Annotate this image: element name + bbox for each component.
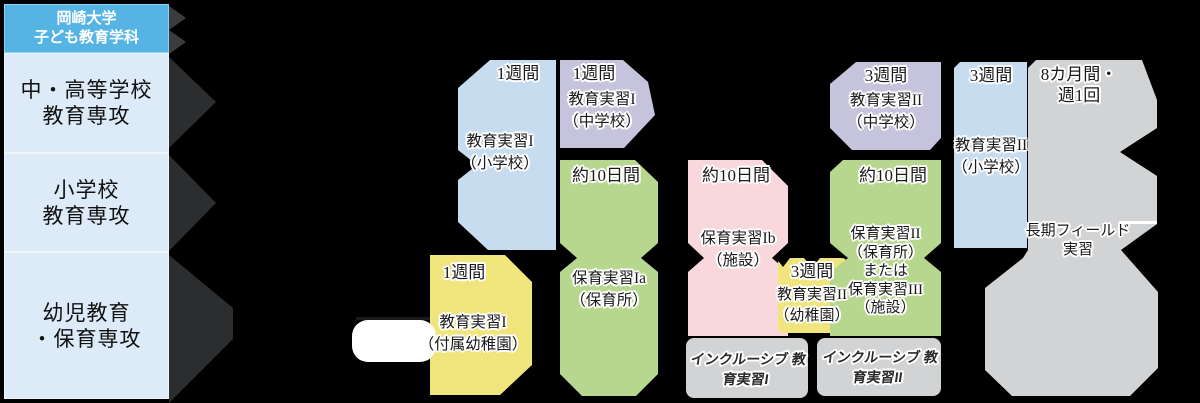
practicum-name: 保育実習II xyxy=(850,226,921,242)
row-label: 中・高等学校 xyxy=(20,78,153,102)
practicum-name: （付属幼稚園） xyxy=(418,336,528,353)
practicum-name: （中学校） xyxy=(847,114,925,131)
practicum-name: インクルーシブ xyxy=(689,351,790,367)
block-edu1-elementary xyxy=(458,60,556,250)
department-name: 子ども教育学科 xyxy=(33,30,139,46)
row-label: ・保育専攻 xyxy=(31,326,142,351)
row-arrow-icon xyxy=(169,57,216,148)
notch-icon xyxy=(776,258,790,267)
notch-icon xyxy=(804,258,820,268)
duration-label: 1週間 xyxy=(496,64,540,83)
duration-label: 3週間 xyxy=(969,66,1013,85)
practicum-label-edu2-kindergarten: 教育実習II （幼稚園） xyxy=(768,285,856,327)
practicum-name: （幼稚園） xyxy=(774,308,850,324)
duration-text: 週1回 xyxy=(1057,86,1101,105)
department-header: 岡崎大学 子ども教育学科 xyxy=(4,4,169,53)
practicum-name: 教育実習I xyxy=(439,314,507,331)
row-label: 教育専攻 xyxy=(42,104,131,128)
practicum-name: （小学校） xyxy=(952,159,1030,176)
row-label: 小学校 xyxy=(53,177,120,202)
practicum-label-childcare-1a: 保育実習Ia （保育所） xyxy=(556,268,662,312)
practicum-name: 保育実習Ia xyxy=(571,270,647,287)
practicum-name: 実習 xyxy=(1062,242,1093,258)
practicum-name: （保育所） xyxy=(847,244,923,261)
callout-line xyxy=(356,317,430,320)
practicum-name: （小学校） xyxy=(461,155,539,172)
block-inclusive-2 xyxy=(817,338,941,396)
duration-label: 約10日間 xyxy=(859,166,927,185)
row-arrow-icon xyxy=(169,155,216,251)
block-childcare-1a xyxy=(560,160,658,396)
practicum-name: （施設） xyxy=(706,252,769,269)
duration-label: 約10日間 xyxy=(572,166,640,185)
duration-label: 1週間 xyxy=(572,64,616,83)
block-childcare-2-3 xyxy=(830,160,941,336)
duration-label: 約10日間 xyxy=(702,166,770,185)
block-inclusive-1 xyxy=(686,338,808,398)
practicum-label-long-field: 長期フィールド 実習 xyxy=(1016,222,1140,260)
sidebar-row-early-childhood: 幼児教育 ・保育専攻 xyxy=(4,252,169,399)
duration-text: 8カ月間・ xyxy=(1040,65,1118,84)
sidebar: 岡崎大学 子ども教育学科 中・高等学校 教育専攻 小学校 教育専攻 幼児教育 ・… xyxy=(4,4,169,399)
practicum-label-childcare-1b: 保育実習Ib （施設） xyxy=(686,228,790,272)
block-childcare-1b xyxy=(688,160,788,336)
practicum-name: 教育実習II xyxy=(777,287,847,303)
block-edu2-junior-high xyxy=(830,62,941,150)
practicum-name: または xyxy=(862,263,908,279)
duration-label: 3週間 xyxy=(864,66,908,85)
row-label: 幼児教育 xyxy=(42,300,131,325)
practicum-label-inclusive-1: インクルーシブ 教育実習I xyxy=(683,349,811,389)
practicum-name: 教育実習I xyxy=(466,133,534,150)
practicum-label-edu2-elementary: 教育実習II （小学校） xyxy=(942,135,1040,179)
duration-label: 8カ月間・ 週1回 xyxy=(1020,64,1138,106)
sidebar-row-junior-senior-high: 中・高等学校 教育専攻 xyxy=(4,53,169,153)
duration-label: 1週間 xyxy=(442,263,486,282)
practicum-label-childcare-2-3: 保育実習II （保育所） または 保育実習III （施設） xyxy=(832,225,939,318)
block-edu2-elementary xyxy=(954,62,1027,248)
header-arrow-icon xyxy=(169,30,186,54)
practicum-name: （保育所） xyxy=(570,292,648,309)
practicum-name: （中学校） xyxy=(563,113,641,130)
row-label: 教育専攻 xyxy=(42,203,131,228)
practicum-label-inclusive-2: インクルーシブ 教育実習II xyxy=(814,347,944,387)
row-arrow-icon xyxy=(169,255,233,403)
practicum-name: 保育実習Ib xyxy=(700,230,776,247)
header-arrow-icon xyxy=(169,6,186,30)
practicum-name: 教育実習II xyxy=(849,92,923,109)
practicum-name: 保育実習III xyxy=(848,281,923,298)
practicum-name: 教育実習II xyxy=(954,137,1028,154)
practicum-name: （施設） xyxy=(855,300,916,316)
practicum-name: 長期フィールド xyxy=(1025,223,1131,239)
duration-label: 3週間 xyxy=(790,262,834,281)
practicum-label-edu1-elementary: 教育実習I （小学校） xyxy=(438,131,562,175)
practicum-label-edu1-junior-high: 教育実習I （中学校） xyxy=(550,89,654,133)
block-edu1-kindergarten xyxy=(430,255,532,395)
practicum-label-edu2-junior-high: 教育実習II （中学校） xyxy=(837,90,935,134)
sidebar-row-elementary: 小学校 教育専攻 xyxy=(4,153,169,252)
callout-blob xyxy=(352,320,436,362)
divider-line xyxy=(1119,221,1157,224)
practicum-label-edu1-kindergarten: 教育実習I （付属幼稚園） xyxy=(396,312,550,356)
practicum-name: 教育実習I xyxy=(568,91,636,108)
practicum-name: インクルーシブ xyxy=(821,349,922,365)
university-name: 岡崎大学 xyxy=(56,11,117,27)
